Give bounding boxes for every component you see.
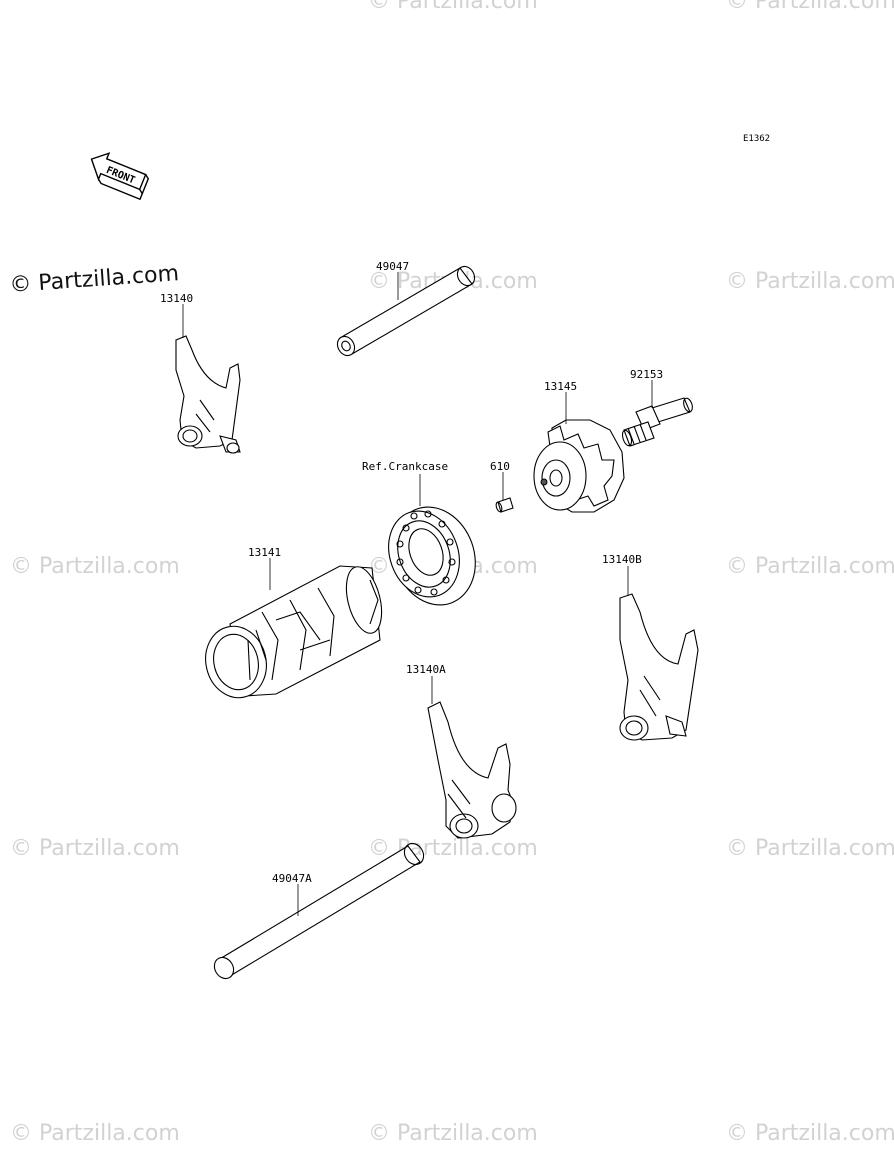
watermark-row4-left: © Partzilla.com (10, 1121, 180, 1146)
diagram-code: E1362 (743, 134, 770, 144)
label-13140: 13140 (160, 292, 193, 305)
main-watermark: © Partzilla.com (9, 261, 180, 298)
watermark-row4-right: © Partzilla.com (726, 1121, 894, 1146)
watermark-row1-right: © Partzilla.com (726, 269, 894, 294)
part-13140-shift-fork[interactable] (175, 335, 241, 454)
part-13140a-shift-fork[interactable] (427, 701, 517, 839)
watermark-top-right: © Partzilla.com (726, 0, 894, 14)
label-13140a: 13140A (406, 663, 446, 676)
label-13141: 13141 (248, 546, 281, 559)
part-labels: 13140 49047 13145 92153 Ref.Crankcase 61… (160, 260, 663, 885)
part-610-pin[interactable] (495, 497, 514, 513)
part-49047-shaft[interactable] (334, 263, 478, 358)
label-13145: 13145 (544, 380, 577, 393)
watermark-row4-center: © Partzilla.com (368, 1121, 538, 1146)
label-92153: 92153 (630, 368, 663, 381)
watermark-row2-right: © Partzilla.com (726, 554, 894, 579)
part-49047a-shaft[interactable] (211, 840, 428, 982)
watermark-row3-left: © Partzilla.com (10, 836, 180, 861)
watermark-row3-right: © Partzilla.com (726, 836, 894, 861)
front-arrow-icon: FRONT (90, 152, 150, 201)
watermark-row2-left: © Partzilla.com (10, 554, 180, 579)
leader-lines (182, 272, 653, 916)
part-13141-shift-drum[interactable] (198, 563, 388, 704)
label-13140b: 13140B (602, 553, 642, 566)
watermark-top-center: © Partzilla.com (368, 0, 538, 14)
label-49047a: 49047A (272, 872, 312, 885)
label-ref-crankcase: Ref.Crankcase (362, 460, 448, 473)
part-13140b-shift-fork[interactable] (619, 593, 699, 741)
label-610: 610 (490, 460, 510, 473)
part-13145-drum-cam[interactable] (533, 419, 625, 513)
part-92153-bolt[interactable] (621, 397, 694, 447)
part-ref-crankcase-bearing[interactable] (377, 495, 489, 616)
label-49047: 49047 (376, 260, 409, 273)
